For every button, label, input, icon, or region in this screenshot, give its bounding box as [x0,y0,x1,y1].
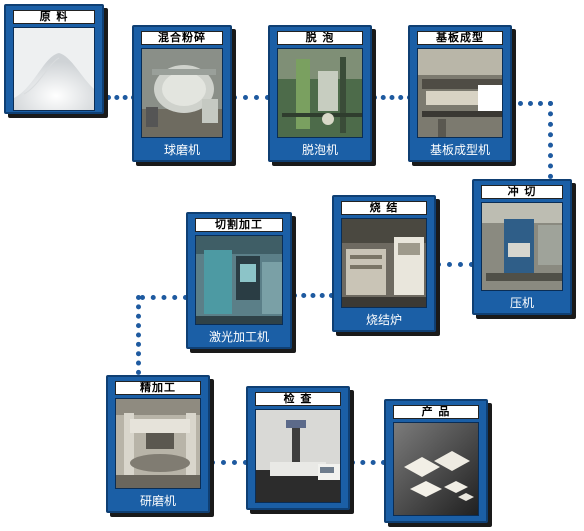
connector-sinter-punch [436,262,474,267]
step-finishing: 精加工 研磨机 [106,375,210,513]
connector-inspect-product [350,460,386,465]
inspection-photo [255,409,341,503]
step-title: 产 品 [393,405,479,419]
step-caption: 脱泡机 [301,143,338,157]
step-caption: 压机 [509,296,534,310]
step-title: 精加工 [115,381,201,395]
degassing-photo [277,48,363,138]
step-product: 产 品 [384,399,488,523]
step-punching: 冲 切 压机 [472,179,572,315]
step-sintering: 烧 结 烧结炉 [332,195,436,332]
connector-right-down [548,101,553,179]
step-title: 切割加工 [195,218,283,232]
ball-mill-photo [141,48,223,138]
step-forming: 基板成型 基板成型机 [408,25,512,162]
step-degassing: 脱 泡 脱泡机 [268,25,372,162]
connector-raw-mixing [106,95,136,100]
grinder-photo [115,398,201,489]
connector-left-down [136,295,141,375]
connector-forming-right [508,101,553,106]
step-title: 检 查 [255,392,341,406]
step-caption: 烧结炉 [365,313,402,327]
connector-mixing-degas [232,95,270,100]
step-title: 基板成型 [417,31,503,45]
step-caption: 激光加工机 [208,330,269,344]
laser-machine-photo [195,235,283,325]
product-photo [393,422,479,516]
step-caption: 研磨机 [139,494,176,508]
step-title: 原 料 [13,10,95,24]
step-title: 脱 泡 [277,31,363,45]
step-laser-cutting: 切割加工 激光加工机 [186,212,292,349]
step-inspection: 检 查 [246,386,350,510]
raw-powder-photo [13,27,95,111]
step-title: 烧 结 [341,201,427,215]
tape-caster-photo [417,48,503,138]
connector-cutting-left [140,295,188,300]
connector-finishing-inspect [210,460,248,465]
step-caption: 球磨机 [163,143,200,157]
connector-cutting-sinter [292,293,334,298]
step-title: 混合粉碎 [141,31,223,45]
press-photo [481,202,563,291]
furnace-photo [341,218,427,308]
step-mixing: 混合粉碎 球磨机 [132,25,232,162]
connector-degas-forming [372,95,412,100]
step-raw-material: 原 料 [4,4,104,114]
step-title: 冲 切 [481,185,563,199]
step-caption: 基板成型机 [429,143,490,157]
